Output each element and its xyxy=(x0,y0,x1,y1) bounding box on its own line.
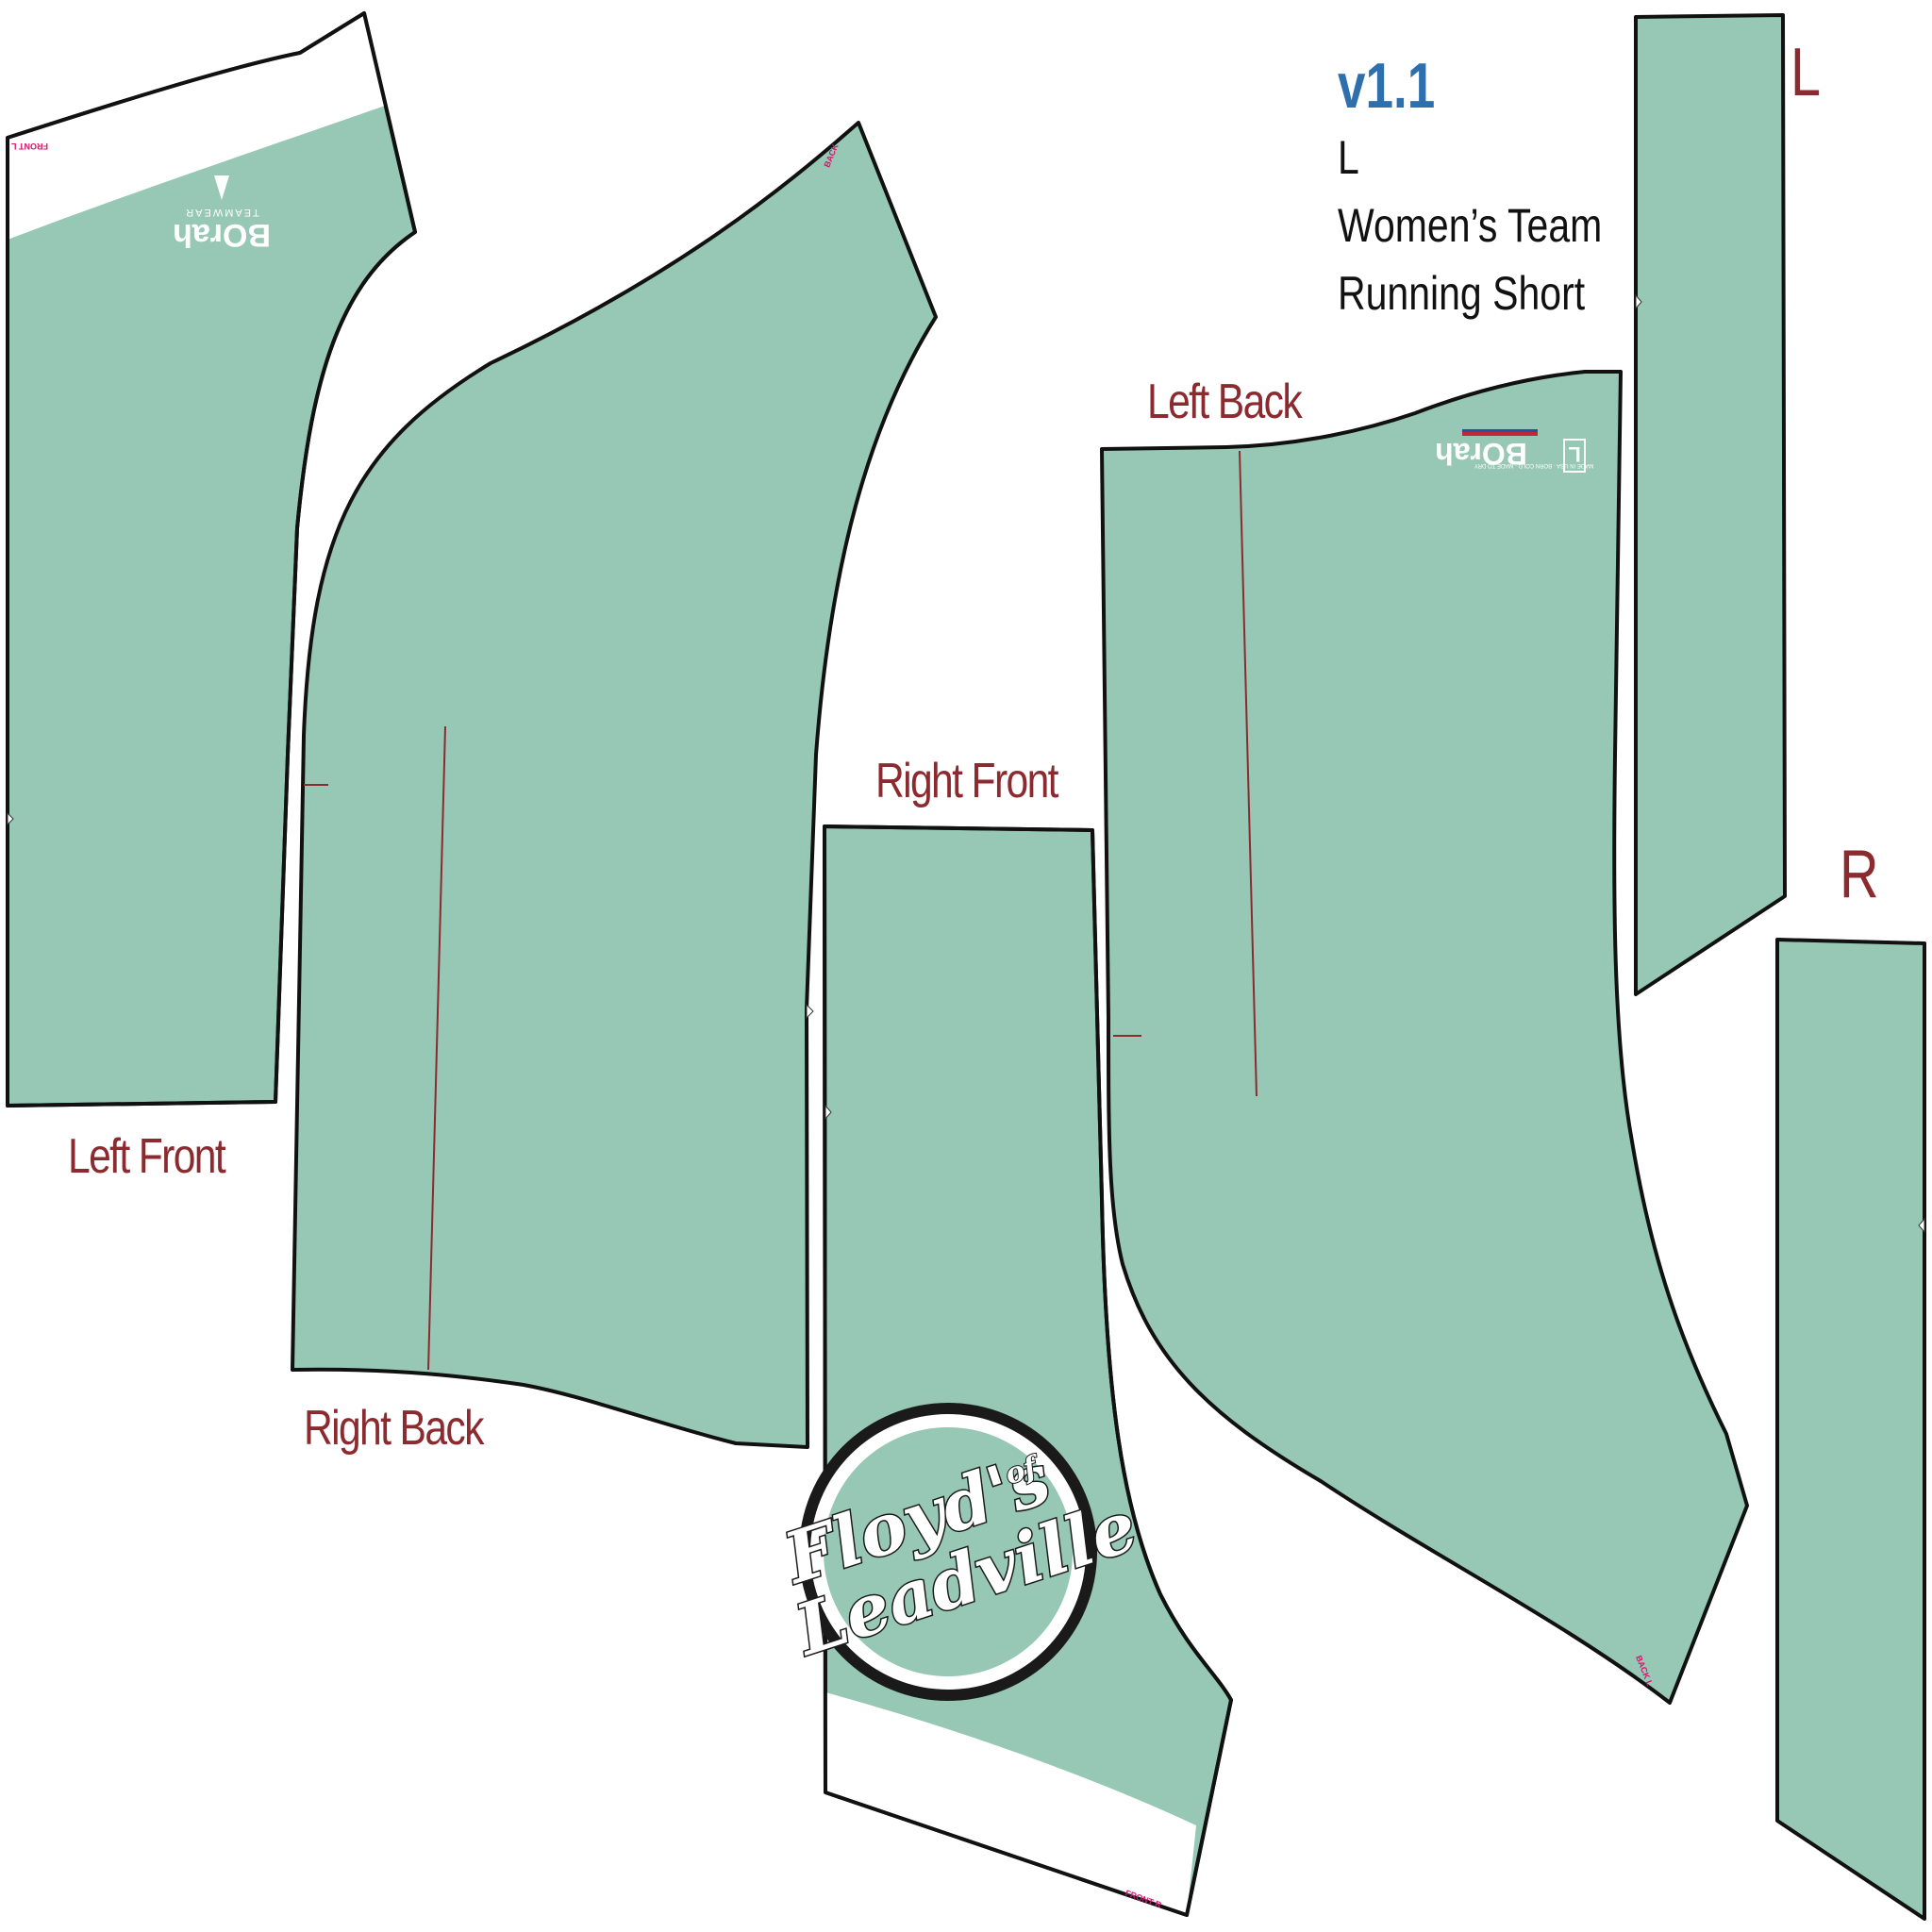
right-front-white-band xyxy=(825,1692,1196,1915)
borah-mountain-icon xyxy=(214,175,229,200)
right-waistband-piece xyxy=(1775,938,1926,1921)
right-front-label: Right Front xyxy=(875,754,1059,808)
borah-logo-left-back: BOrah L MADE IN USA · BORN COLD · MADE T… xyxy=(1435,429,1593,473)
left-waistband-notch xyxy=(1635,293,1642,310)
size-badge: L xyxy=(1568,442,1580,466)
right-back-hip-notch xyxy=(806,1003,814,1020)
left-front-label: Left Front xyxy=(68,1129,226,1184)
version-label: v1.1 xyxy=(1338,50,1436,122)
right-back-piece xyxy=(291,121,938,1449)
right-side-letter: R xyxy=(1840,837,1879,912)
left-front-piece xyxy=(6,11,417,1108)
right-back-label: Right Back xyxy=(304,1401,484,1456)
left-back-grain-line xyxy=(1239,450,1257,1097)
right-waistband-notch xyxy=(1918,1217,1925,1234)
left-back-piece xyxy=(1100,370,1749,1705)
borah-logo-left-front: BOrah TEAMWEAR xyxy=(173,175,271,253)
left-front-white-band xyxy=(8,13,385,240)
borah-wordmark-back: BOrah xyxy=(1435,437,1527,471)
size-label: L xyxy=(1338,131,1359,184)
left-front-tag: FRONT L xyxy=(11,142,48,151)
flag-stripe-blue xyxy=(1462,429,1538,432)
made-in-usa-text: MADE IN USA · BORN COLD · MADE TO DRY xyxy=(1474,462,1593,468)
flag-stripe-red xyxy=(1462,432,1538,436)
borah-wordmark: BOrah xyxy=(173,217,271,253)
right-back-grain-line xyxy=(427,725,446,1371)
product-line-2: Running Short xyxy=(1338,267,1586,320)
left-back-label: Left Back xyxy=(1147,375,1303,429)
left-side-letter: L xyxy=(1790,35,1822,110)
right-front-notch xyxy=(824,1104,832,1121)
size-badge-box xyxy=(1563,439,1586,473)
left-waistband-piece xyxy=(1634,13,1787,996)
left-front-notch xyxy=(7,811,14,826)
product-line-1: Women’s Team xyxy=(1338,199,1603,252)
borah-sub-wordmark: TEAMWEAR xyxy=(184,207,259,218)
